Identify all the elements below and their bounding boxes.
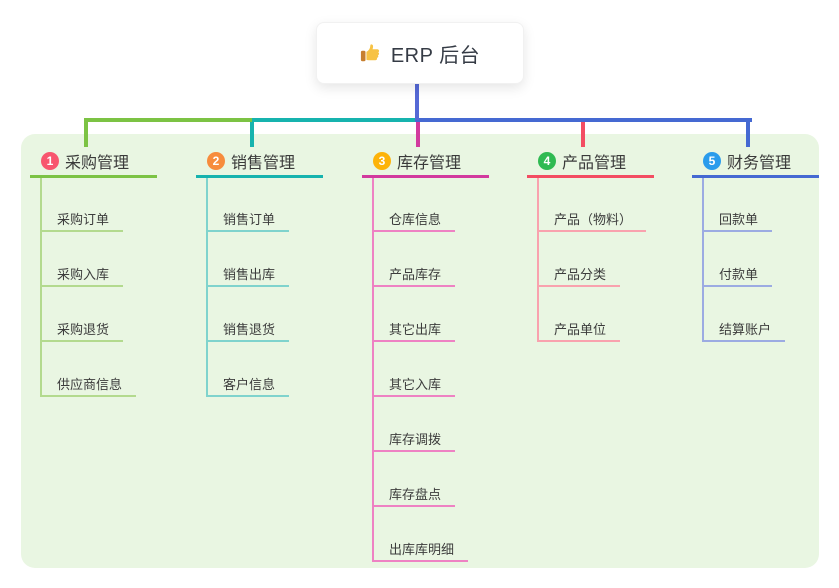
child-node[interactable]: 客户信息 bbox=[206, 365, 290, 397]
connector-branch-3-drop bbox=[416, 118, 420, 147]
branch-4-trunk-line bbox=[537, 178, 539, 340]
branches-panel bbox=[21, 134, 819, 568]
child-node[interactable]: 产品（物料） bbox=[537, 200, 647, 232]
child-node-label: 产品（物料） bbox=[554, 212, 633, 227]
branch-3-title: 库存管理 bbox=[397, 155, 462, 172]
child-node-label: 销售出库 bbox=[223, 267, 276, 282]
child-node[interactable]: 销售出库 bbox=[206, 255, 290, 287]
child-node[interactable]: 销售退货 bbox=[206, 310, 290, 342]
child-node[interactable]: 其它入库 bbox=[372, 365, 456, 397]
child-node[interactable]: 出库库明细 bbox=[372, 530, 469, 562]
child-node[interactable]: 回款单 bbox=[702, 200, 773, 232]
thumbs-up-icon bbox=[360, 42, 382, 64]
branch-1-title: 采购管理 bbox=[65, 155, 130, 172]
branch-3-number-badge: 3 bbox=[373, 152, 391, 170]
branch-5-title: 财务管理 bbox=[727, 155, 792, 172]
branch-4-number-badge: 4 bbox=[538, 152, 556, 170]
root-title: ERP 后台 bbox=[390, 44, 481, 67]
connector-branch-2-horizontal bbox=[252, 118, 419, 122]
child-node-label: 采购入库 bbox=[57, 267, 110, 282]
child-node-label: 其它出库 bbox=[389, 322, 442, 337]
child-node[interactable]: 产品单位 bbox=[537, 310, 621, 342]
child-node-label: 付款单 bbox=[719, 267, 759, 282]
branch-2-title: 销售管理 bbox=[231, 155, 296, 172]
child-node[interactable]: 采购订单 bbox=[40, 200, 124, 232]
child-node-label: 产品单位 bbox=[554, 322, 607, 337]
branch-5-trunk-line bbox=[702, 178, 704, 340]
child-node[interactable]: 库存盘点 bbox=[372, 475, 456, 507]
child-node[interactable]: 采购入库 bbox=[40, 255, 124, 287]
branch-1-label[interactable]: 1 采购管理 bbox=[30, 147, 157, 178]
child-node-label: 库存盘点 bbox=[389, 487, 442, 502]
branch-4-label[interactable]: 4 产品管理 bbox=[527, 147, 654, 178]
child-node-label: 供应商信息 bbox=[57, 377, 123, 392]
child-node-label: 客户信息 bbox=[223, 377, 276, 392]
child-node[interactable]: 供应商信息 bbox=[40, 365, 137, 397]
child-node-label: 回款单 bbox=[719, 212, 759, 227]
branch-5-number-badge: 5 bbox=[703, 152, 721, 170]
connector-branch-4-drop bbox=[581, 118, 585, 147]
child-node[interactable]: 仓库信息 bbox=[372, 200, 456, 232]
branch-1-number-badge: 1 bbox=[41, 152, 59, 170]
child-node-label: 采购退货 bbox=[57, 322, 110, 337]
child-node-label: 结算账户 bbox=[719, 322, 772, 337]
branch-3-trunk-line bbox=[372, 178, 374, 560]
connector-branch-1-horizontal bbox=[86, 118, 254, 122]
child-node[interactable]: 付款单 bbox=[702, 255, 773, 287]
child-node[interactable]: 其它出库 bbox=[372, 310, 456, 342]
child-node-label: 库存调拨 bbox=[389, 432, 442, 447]
root-node[interactable]: ERP 后台 bbox=[316, 22, 524, 84]
child-node-label: 产品库存 bbox=[389, 267, 442, 282]
child-node-label: 销售订单 bbox=[223, 212, 276, 227]
child-node[interactable]: 销售订单 bbox=[206, 200, 290, 232]
child-node[interactable]: 采购退货 bbox=[40, 310, 124, 342]
connector-branch-5-horizontal bbox=[415, 118, 752, 122]
child-node-label: 出库库明细 bbox=[389, 542, 455, 557]
child-node[interactable]: 产品分类 bbox=[537, 255, 621, 287]
branch-2-label[interactable]: 2 销售管理 bbox=[196, 147, 323, 178]
child-node-label: 采购订单 bbox=[57, 212, 110, 227]
connector-branch-1-drop bbox=[84, 118, 88, 147]
branch-2-number-badge: 2 bbox=[207, 152, 225, 170]
child-node-label: 仓库信息 bbox=[389, 212, 442, 227]
child-node-label: 销售退货 bbox=[223, 322, 276, 337]
child-node-label: 产品分类 bbox=[554, 267, 607, 282]
connector-branch-5-drop bbox=[746, 118, 750, 147]
connector-branch-2-drop bbox=[250, 118, 254, 147]
child-node-label: 其它入库 bbox=[389, 377, 442, 392]
child-node[interactable]: 库存调拨 bbox=[372, 420, 456, 452]
branch-5-label[interactable]: 5 财务管理 bbox=[692, 147, 819, 178]
branch-3-label[interactable]: 3 库存管理 bbox=[362, 147, 489, 178]
child-node[interactable]: 产品库存 bbox=[372, 255, 456, 287]
child-node[interactable]: 结算账户 bbox=[702, 310, 786, 342]
branch-4-title: 产品管理 bbox=[562, 155, 627, 172]
connector-root-vertical bbox=[415, 81, 419, 120]
